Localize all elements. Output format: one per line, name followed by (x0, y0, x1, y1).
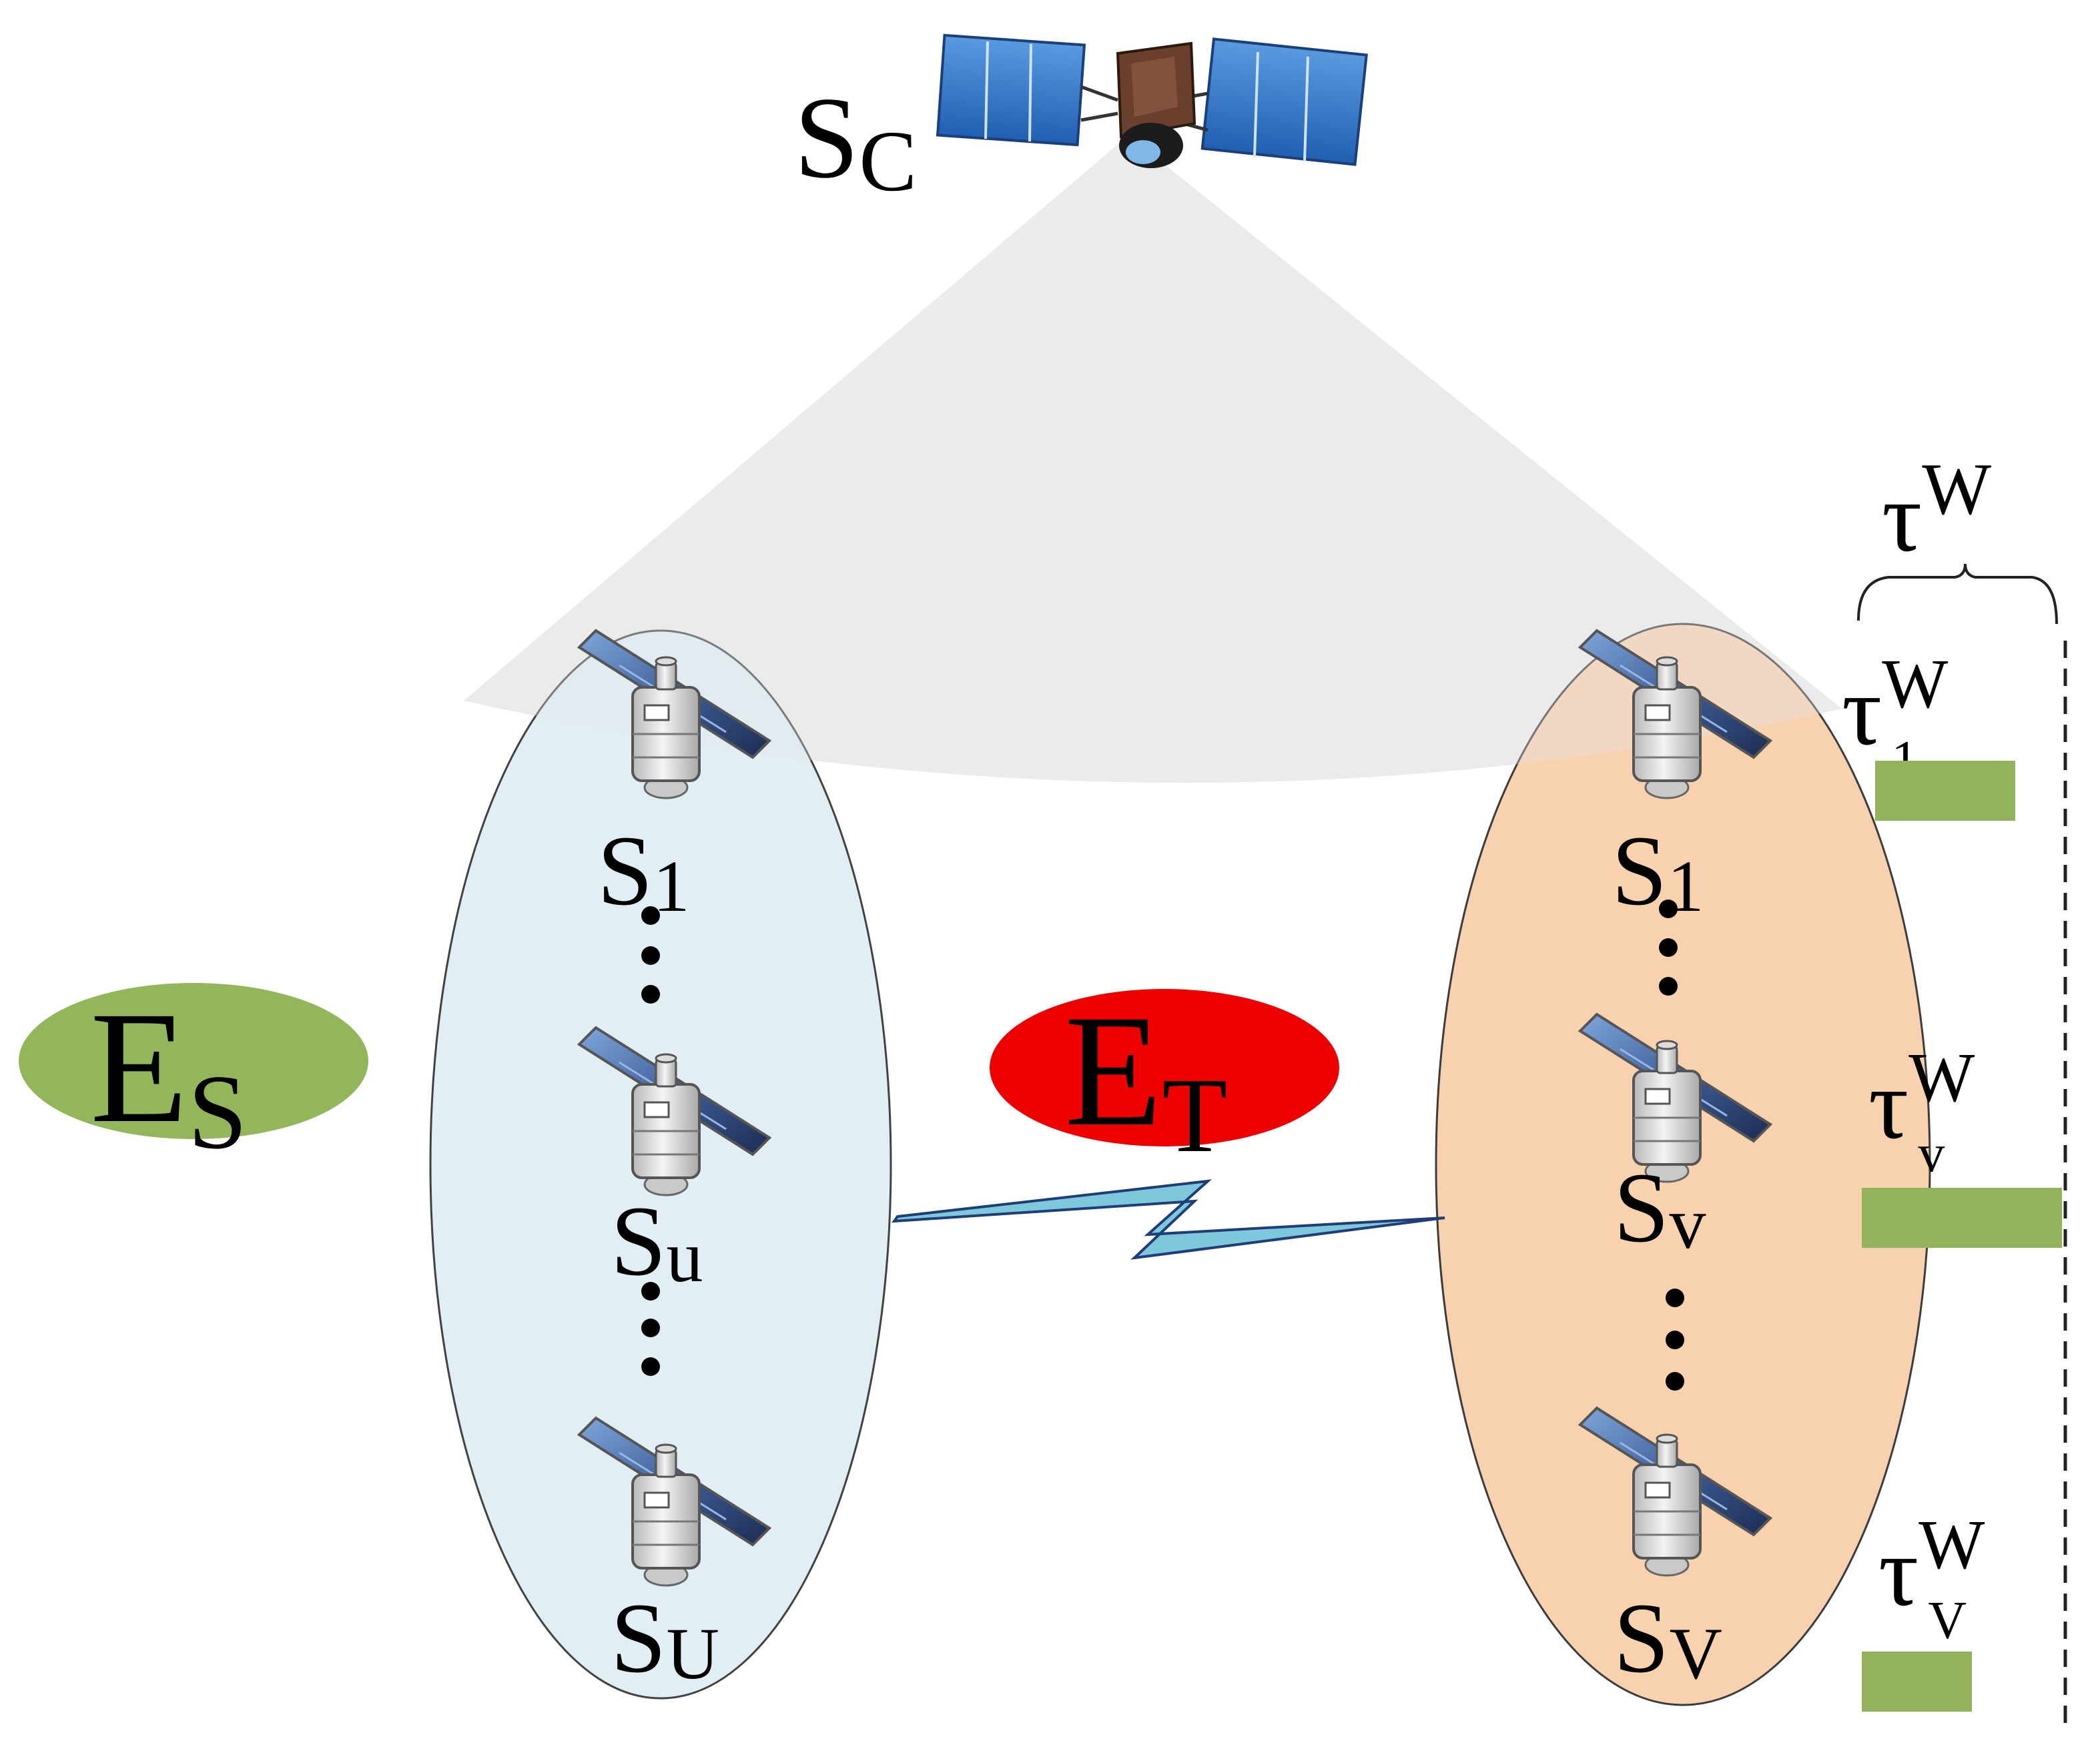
ellipsis-dots (1659, 900, 1684, 1391)
coverage-cone-overlay (464, 140, 1842, 783)
source-satellite-label: S1 (597, 815, 689, 927)
source-satellite-label: Su (611, 1186, 703, 1297)
source-badge (19, 983, 368, 1139)
coverage-cone (464, 130, 1842, 783)
window-label: τW (1882, 448, 1991, 573)
source-badge-label: ES (90, 978, 248, 1171)
intercluster-link (891, 1179, 1445, 1260)
central-satellite-icon (938, 35, 1367, 168)
timing-bar (1862, 1188, 2062, 1248)
target-badge-label: ET (1064, 982, 1227, 1174)
target-badge (990, 989, 1339, 1146)
timing-bar (1875, 761, 2015, 821)
central-satellite-label: SC (794, 73, 917, 210)
target-satellite-label: S1 (1612, 815, 1704, 927)
window-brace (1857, 563, 2058, 625)
target-satellite-label: Sv (1614, 1152, 1706, 1264)
ellipsis-dots (641, 906, 660, 1376)
source-satellite-label: SU (611, 1583, 719, 1694)
target-satellite-label: SV (1614, 1583, 1722, 1694)
timing-bar (1862, 1652, 1972, 1712)
